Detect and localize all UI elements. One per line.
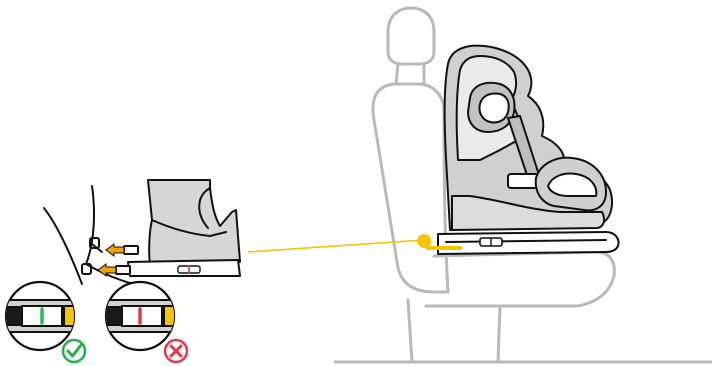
inset-vehicle-seat-back [44, 208, 82, 284]
seat-leg-front [498, 306, 500, 362]
seat-backrest [373, 84, 448, 292]
seat-leg-rear [408, 300, 412, 362]
headrest [388, 8, 434, 64]
isofix-connector-lower [116, 266, 130, 274]
side-wing-window [479, 93, 508, 122]
indicator-correct-dark-slot [4, 307, 22, 325]
isofix-connector-upper [124, 246, 138, 254]
indicator-incorrect [104, 282, 176, 350]
child-car-seat [438, 46, 619, 254]
inset-child-seat-shell [148, 180, 240, 266]
seat-cushion [426, 252, 614, 306]
callout-line [248, 240, 424, 252]
isofix-base [438, 232, 619, 254]
isofix-detail-inset [44, 180, 240, 288]
check-icon [63, 340, 85, 362]
anchor-highlight-dot [417, 234, 431, 248]
cross-icon [165, 340, 187, 362]
indicator-incorrect-dark-slot [104, 307, 122, 325]
insert-arrow-upper [106, 244, 124, 256]
indicator-incorrect-window [122, 306, 162, 326]
indicator-correct [4, 282, 76, 350]
harness-buckle [508, 174, 538, 188]
headrest-post [396, 64, 424, 84]
